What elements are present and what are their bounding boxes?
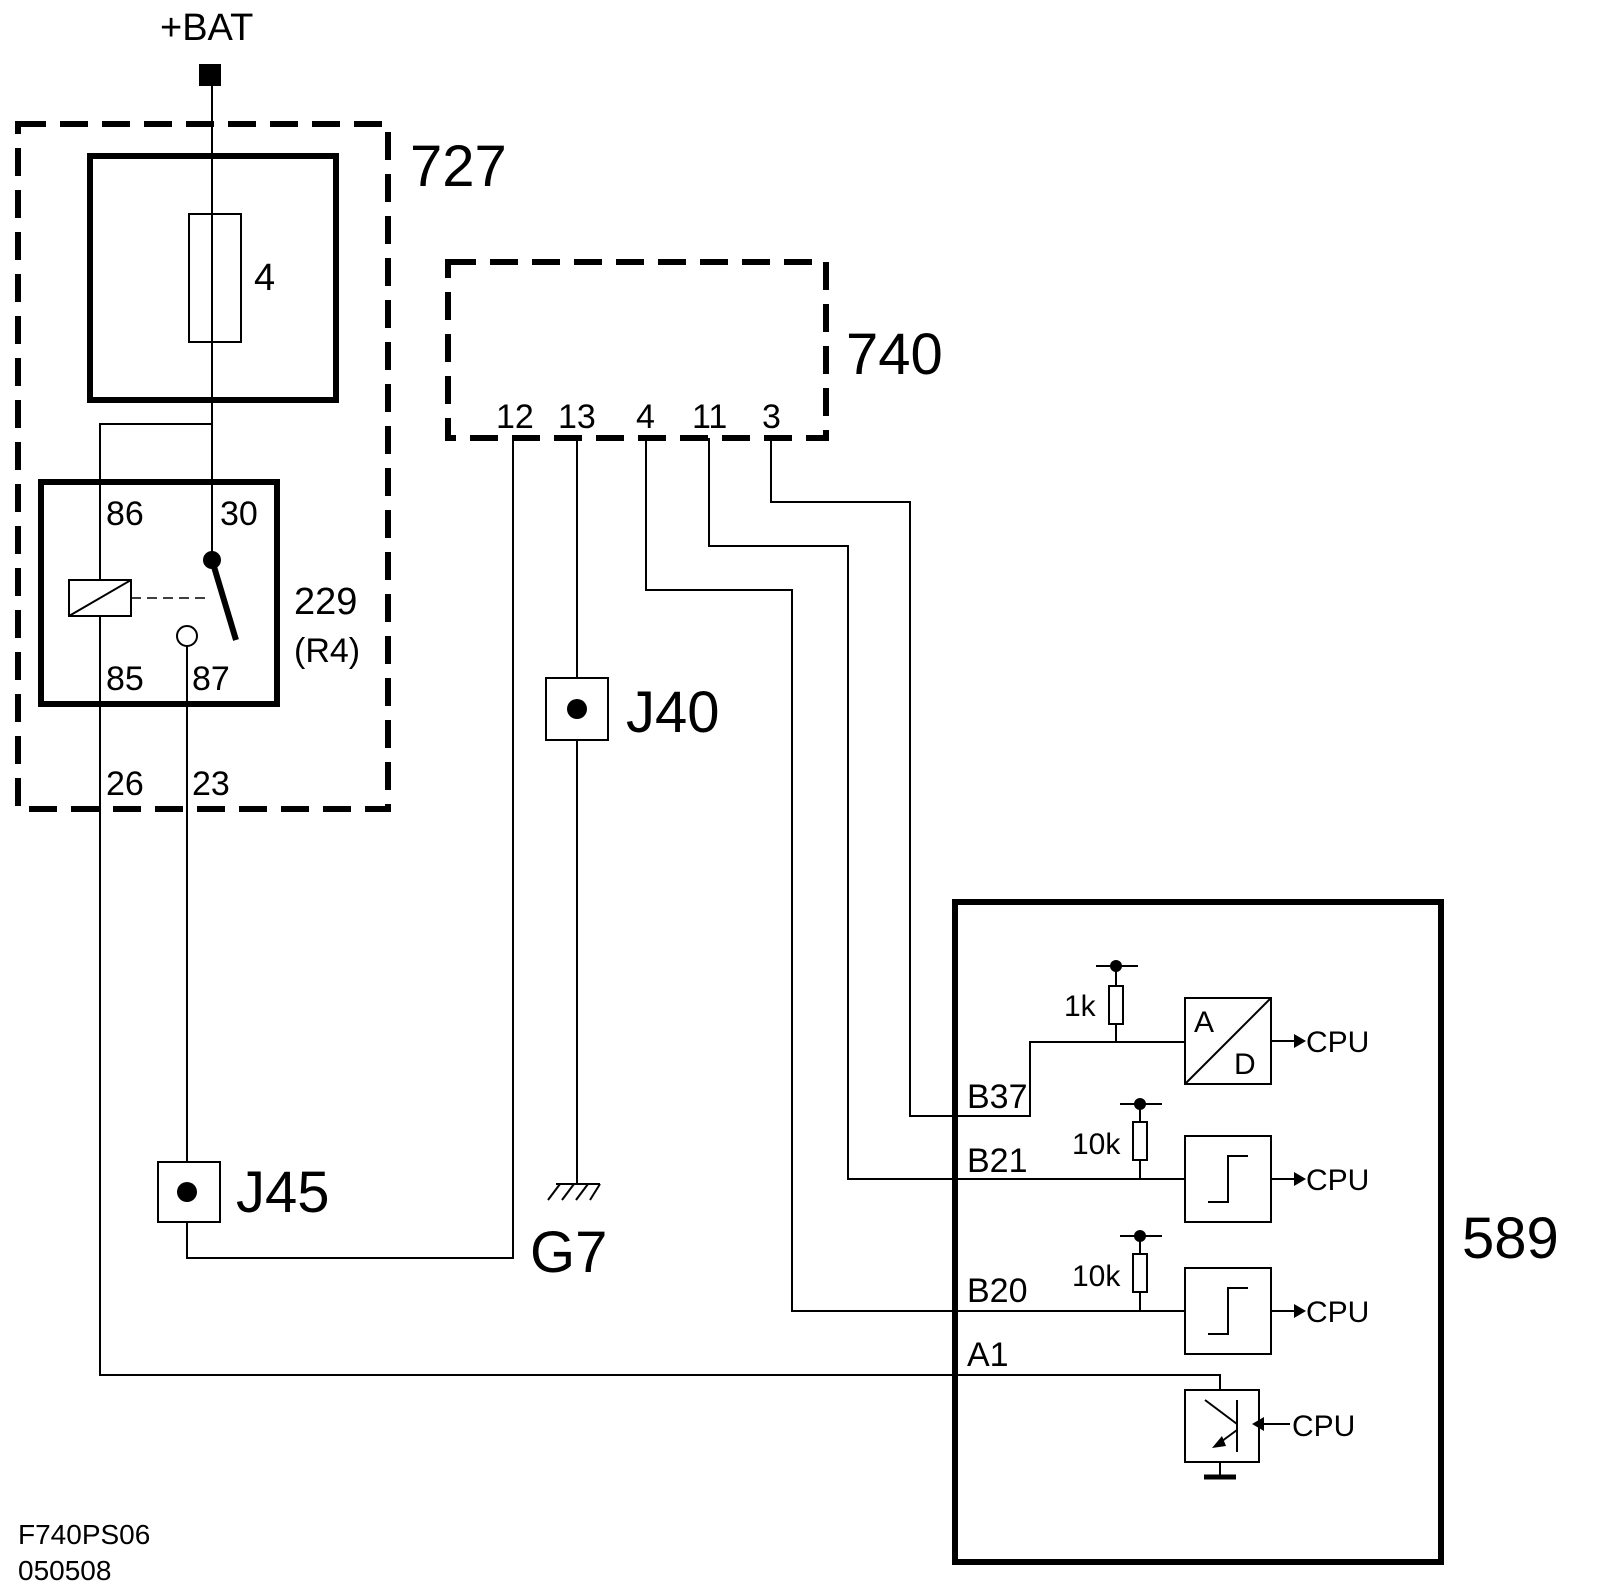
relay-label: 229 — [294, 581, 357, 623]
module-740-pin-11: 11 — [692, 398, 727, 436]
relay-229-box — [38, 479, 280, 707]
relay-contact-87 — [176, 625, 198, 647]
bat-label: +BAT — [160, 7, 253, 49]
bat-terminal — [199, 64, 221, 86]
ground-label: G7 — [530, 1220, 607, 1285]
relay-pin-85: 85 — [106, 660, 144, 698]
relay-pin-86: 86 — [106, 495, 144, 533]
module-740-box — [445, 259, 829, 441]
module-740-pin-4: 4 — [636, 398, 655, 436]
footer-code: F740PS06 — [18, 1519, 150, 1550]
adc-cpu-label: CPU — [1306, 1026, 1369, 1059]
transistor-input-arrow — [1252, 1417, 1264, 1431]
comparator-2-arrow — [1294, 1304, 1306, 1318]
wire-3-to-b37 — [770, 438, 1185, 1117]
ecu-pin-b21: B21 — [967, 1142, 1028, 1180]
module-740-pin-3: 3 — [762, 398, 781, 436]
footer-date: 050508 — [18, 1555, 111, 1586]
module-740-pin-12: 12 — [496, 398, 534, 436]
wire-87-to-j45 — [186, 438, 514, 1259]
joint-j40-dot — [567, 699, 587, 719]
ecu-pin-b20: B20 — [967, 1272, 1028, 1310]
module-740-label: 740 — [846, 322, 943, 387]
fuse-element — [188, 213, 242, 343]
comparator-2-symbol — [1208, 1287, 1248, 1335]
transistor-emitter-arrow — [1212, 1436, 1226, 1448]
ecu-pin-a1: A1 — [967, 1336, 1009, 1374]
relay-pin-87: 87 — [192, 660, 230, 698]
module-727-label: 727 — [410, 134, 507, 199]
resistor-1k — [1108, 985, 1124, 1025]
resistor-10k-1-label: 10k — [1072, 1128, 1121, 1161]
module-727-box — [15, 121, 391, 812]
resistor-10k-2 — [1132, 1253, 1148, 1293]
module-740-pin-13: 13 — [558, 398, 596, 436]
adc-diagonal — [1184, 997, 1272, 1085]
wire-4-to-b20 — [645, 438, 1185, 1312]
joint-j45-label: J45 — [236, 1160, 330, 1225]
comparator-1-arrow — [1294, 1172, 1306, 1186]
resistor-10k-2-label: 10k — [1072, 1260, 1121, 1293]
wire-11-to-b21 — [708, 438, 1185, 1180]
relay-switch-arm — [209, 559, 239, 641]
fuse-label: 4 — [254, 257, 275, 299]
wire-86-loop — [99, 423, 1221, 1390]
comparator-2-cpu-label: CPU — [1306, 1296, 1369, 1329]
transistor-cpu-label: CPU — [1292, 1410, 1355, 1443]
ecu-pin-b37: B37 — [967, 1078, 1028, 1116]
adc-label-a: A — [1194, 1006, 1214, 1039]
adc-label-d: D — [1234, 1048, 1256, 1081]
comparator-1-cpu-label: CPU — [1306, 1164, 1369, 1197]
relay-coil-diagonal — [68, 579, 132, 617]
ground-symbol — [547, 1183, 601, 1201]
module-589-label: 589 — [1462, 1206, 1559, 1271]
module-589-box — [952, 899, 1444, 1565]
connector-pin-23: 23 — [192, 765, 230, 803]
resistor-10k-1 — [1132, 1121, 1148, 1161]
relay-sublabel: (R4) — [294, 632, 360, 670]
resistor-1k-label: 1k — [1064, 990, 1097, 1023]
comparator-1-symbol — [1208, 1155, 1248, 1203]
adc-arrow — [1294, 1034, 1306, 1048]
joint-j45-dot — [177, 1182, 197, 1202]
transistor-collector — [1204, 1399, 1238, 1425]
transistor-driver — [1184, 1389, 1260, 1463]
connector-pin-26: 26 — [106, 765, 144, 803]
joint-j40-label: J40 — [626, 680, 720, 745]
relay-pin-30: 30 — [220, 495, 258, 533]
